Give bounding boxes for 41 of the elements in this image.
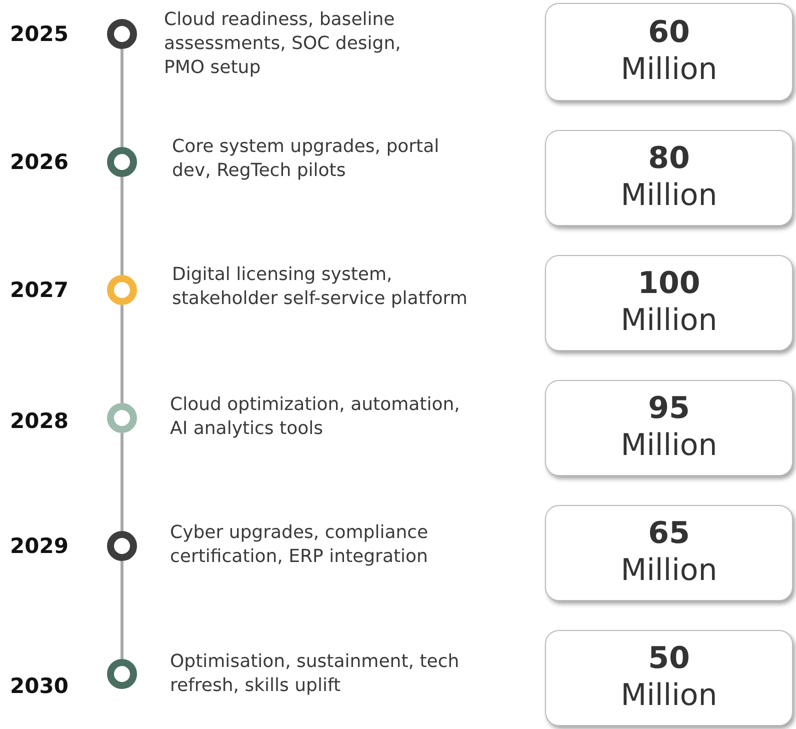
budget-card	[545, 3, 793, 101]
budget-unit: Million	[620, 427, 718, 465]
timeline-circle	[107, 659, 137, 689]
timeline-circle	[107, 531, 137, 561]
milestone-description: Cloud optimization, automation, AI analytics tools	[170, 393, 461, 441]
timeline-circle	[107, 403, 137, 433]
budget-card	[545, 630, 793, 726]
budget-unit: Million	[620, 677, 718, 715]
timeline-line	[120, 305, 124, 403]
year-label: 2026	[10, 150, 68, 174]
timeline-line	[120, 49, 124, 147]
year-label: 2030	[10, 674, 68, 698]
year-label: 2029	[10, 534, 68, 558]
budget-card	[545, 505, 793, 601]
milestone-description: Core system upgrades, portal dev, RegTech pilots	[172, 135, 440, 183]
timeline-line	[120, 177, 124, 275]
year-label: 2025	[10, 22, 68, 46]
budget-amount: 50	[648, 641, 690, 677]
budget-amount: 65	[648, 516, 690, 552]
milestone-description: Cyber upgrades, compliance certification, ERP integration	[170, 521, 430, 569]
year-label: 2027	[10, 278, 68, 302]
timeline-circle	[107, 19, 137, 49]
budget-unit: Million	[620, 552, 718, 590]
budget-amount: 80	[648, 141, 690, 177]
budget-amount: 95	[648, 391, 690, 427]
budget-card	[545, 130, 793, 226]
budget-card	[545, 380, 793, 476]
year-label: 2028	[10, 409, 68, 433]
budget-unit: Million	[620, 51, 718, 89]
budget-amount: 100	[638, 266, 700, 302]
milestone-description: Cloud readiness, baseline assessments, SOC design, PMO setup	[164, 8, 402, 80]
timeline-circle	[107, 147, 137, 177]
budget-unit: Million	[620, 177, 718, 215]
timeline-line	[120, 433, 124, 531]
timeline-circle	[107, 275, 137, 305]
budget-unit: Million	[620, 302, 718, 340]
budget-amount: 60	[648, 15, 690, 51]
budget-card	[545, 255, 793, 351]
milestone-description: Optimisation, sustainment, tech refresh, skills uplift	[170, 650, 460, 698]
milestone-description: Digital licensing system, stakeholder self-service platform	[172, 263, 468, 311]
timeline-line	[120, 561, 124, 659]
